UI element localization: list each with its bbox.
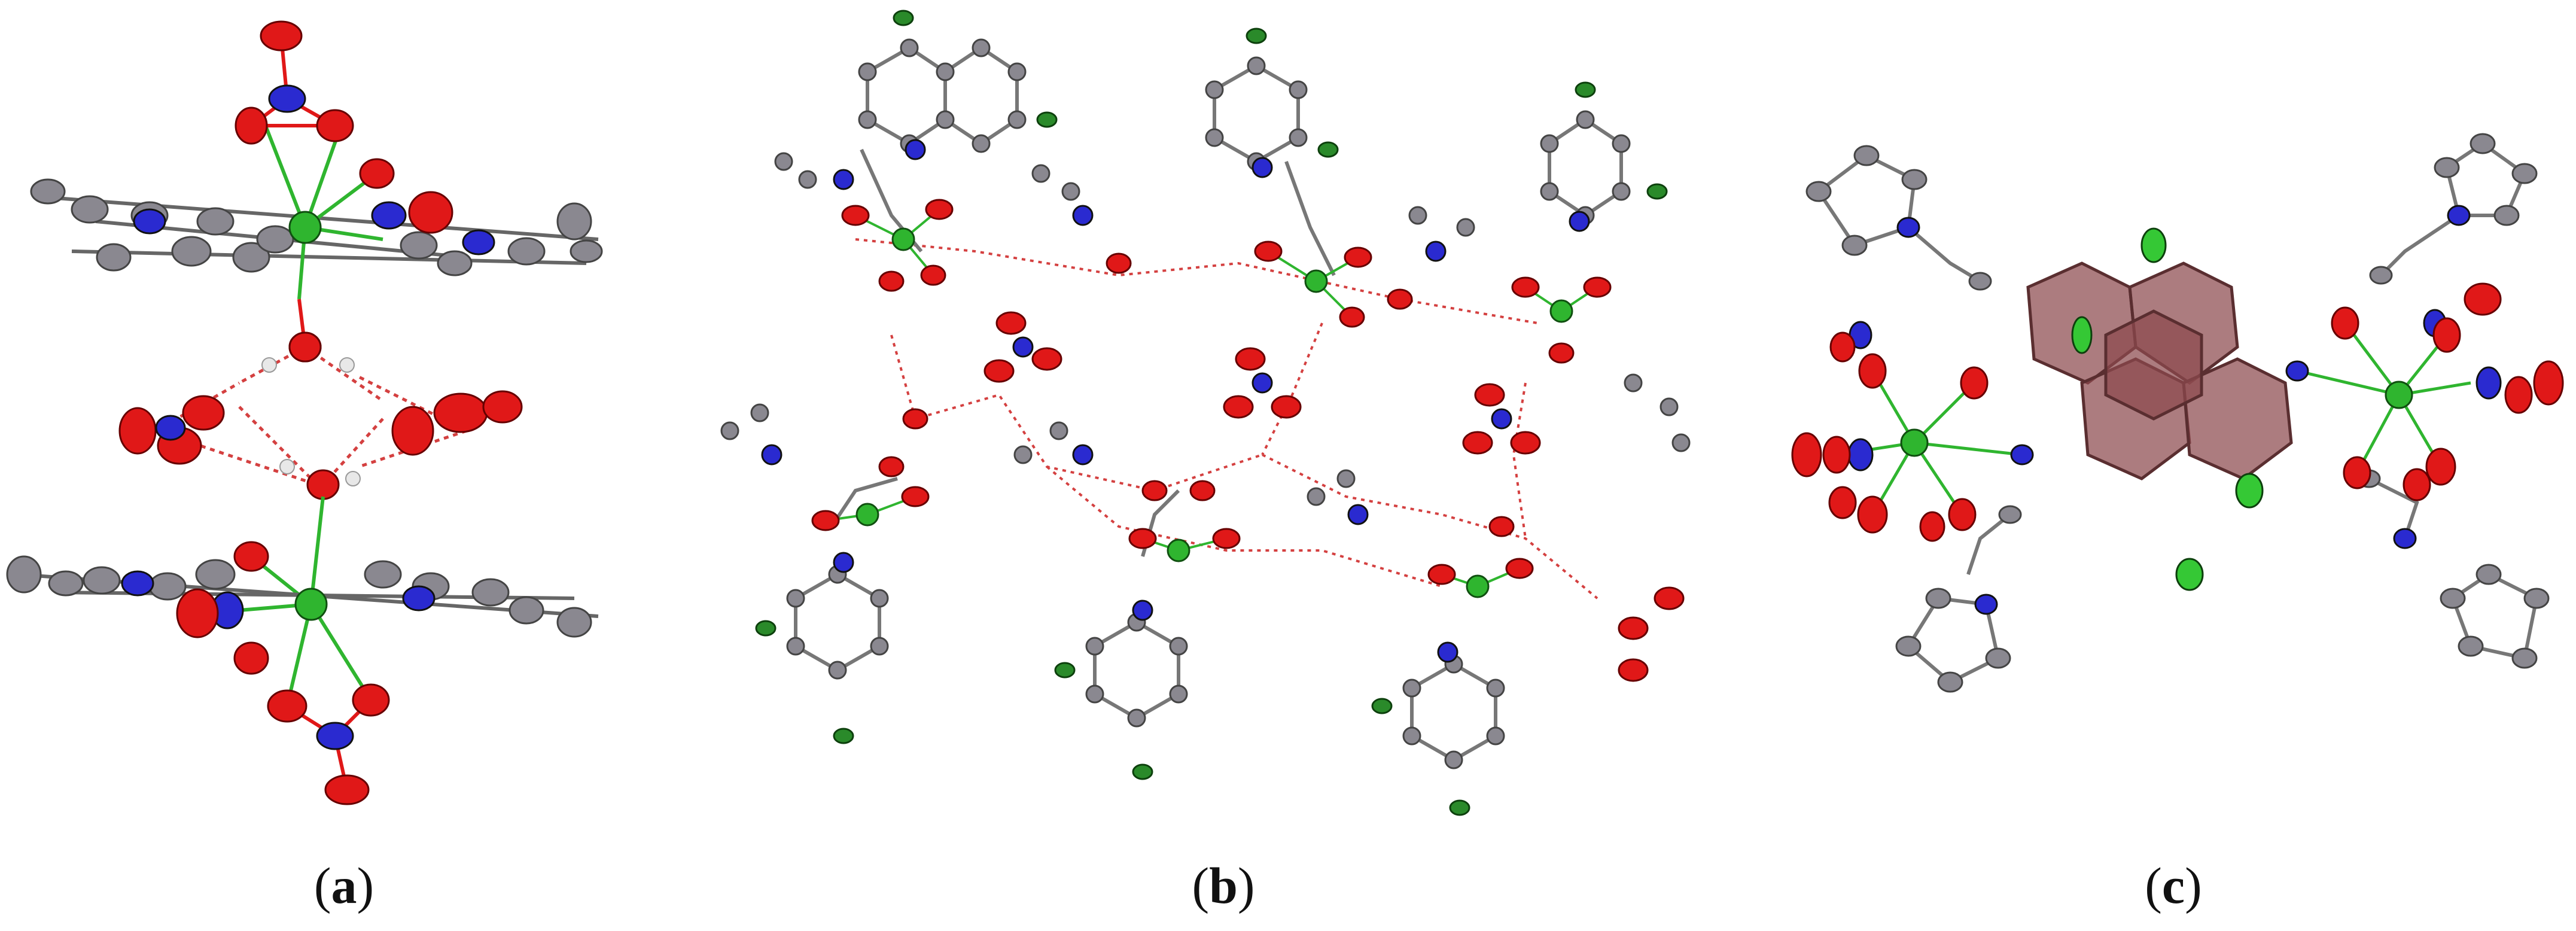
water-oxygens (288, 331, 340, 500)
carbon-atoms (1805, 133, 2550, 693)
upper-oxygen-atoms (235, 20, 453, 363)
caption-b-letter: b (1209, 857, 1238, 914)
bridging-nitrate-left (118, 395, 225, 465)
nitrogen-atoms (1847, 205, 2502, 615)
lower-oxygen-atoms (176, 541, 390, 805)
upper-metal-bonds (261, 118, 383, 300)
upper-metal-atom (288, 211, 322, 244)
panel-b: (b) (664, 0, 1783, 931)
chlorine-atoms (2071, 227, 2264, 591)
caption-b-close: ) (1237, 857, 1255, 914)
caption-a-close: ) (357, 857, 374, 914)
panel-c-structure (1791, 133, 2564, 693)
stacked-aromatic-rings (2026, 261, 2293, 480)
bridging-nitrate-right (391, 390, 523, 456)
hbond-network (855, 238, 1598, 600)
lower-metal-atom (294, 588, 328, 621)
panel-c: (c) (1771, 0, 2576, 931)
panel-b-structure (720, 10, 1691, 816)
caption-c-close: ) (2185, 857, 2202, 914)
upper-carbon-atoms (30, 178, 603, 276)
oxygen-atoms (1791, 282, 2564, 542)
caption-a-letter: a (331, 857, 357, 914)
carbon-atoms (720, 38, 1691, 769)
nitrogen-atoms (761, 139, 1590, 663)
caption-b-open: ( (1192, 857, 1210, 914)
caption-b: (b) (664, 856, 1783, 915)
caption-a: (a) (0, 856, 688, 915)
caption-a-open: ( (313, 857, 331, 914)
caption-c-open: ( (2145, 857, 2162, 914)
caption-c-letter: c (2161, 857, 2185, 914)
upper-oxygen-bonds (250, 35, 336, 348)
panel-a-structure (6, 20, 603, 805)
hydrogen-atoms (261, 357, 361, 486)
metal-atoms (1900, 381, 2413, 457)
metal-atoms (855, 227, 1573, 598)
lower-nitrogen-atoms (121, 570, 436, 750)
oxygen-atoms (811, 199, 1685, 682)
caption-c: (c) (1771, 856, 2576, 915)
panel-a: (a) (0, 0, 688, 931)
upper-nitrogen-atoms (133, 84, 495, 255)
chlorine-atoms (755, 10, 1668, 816)
